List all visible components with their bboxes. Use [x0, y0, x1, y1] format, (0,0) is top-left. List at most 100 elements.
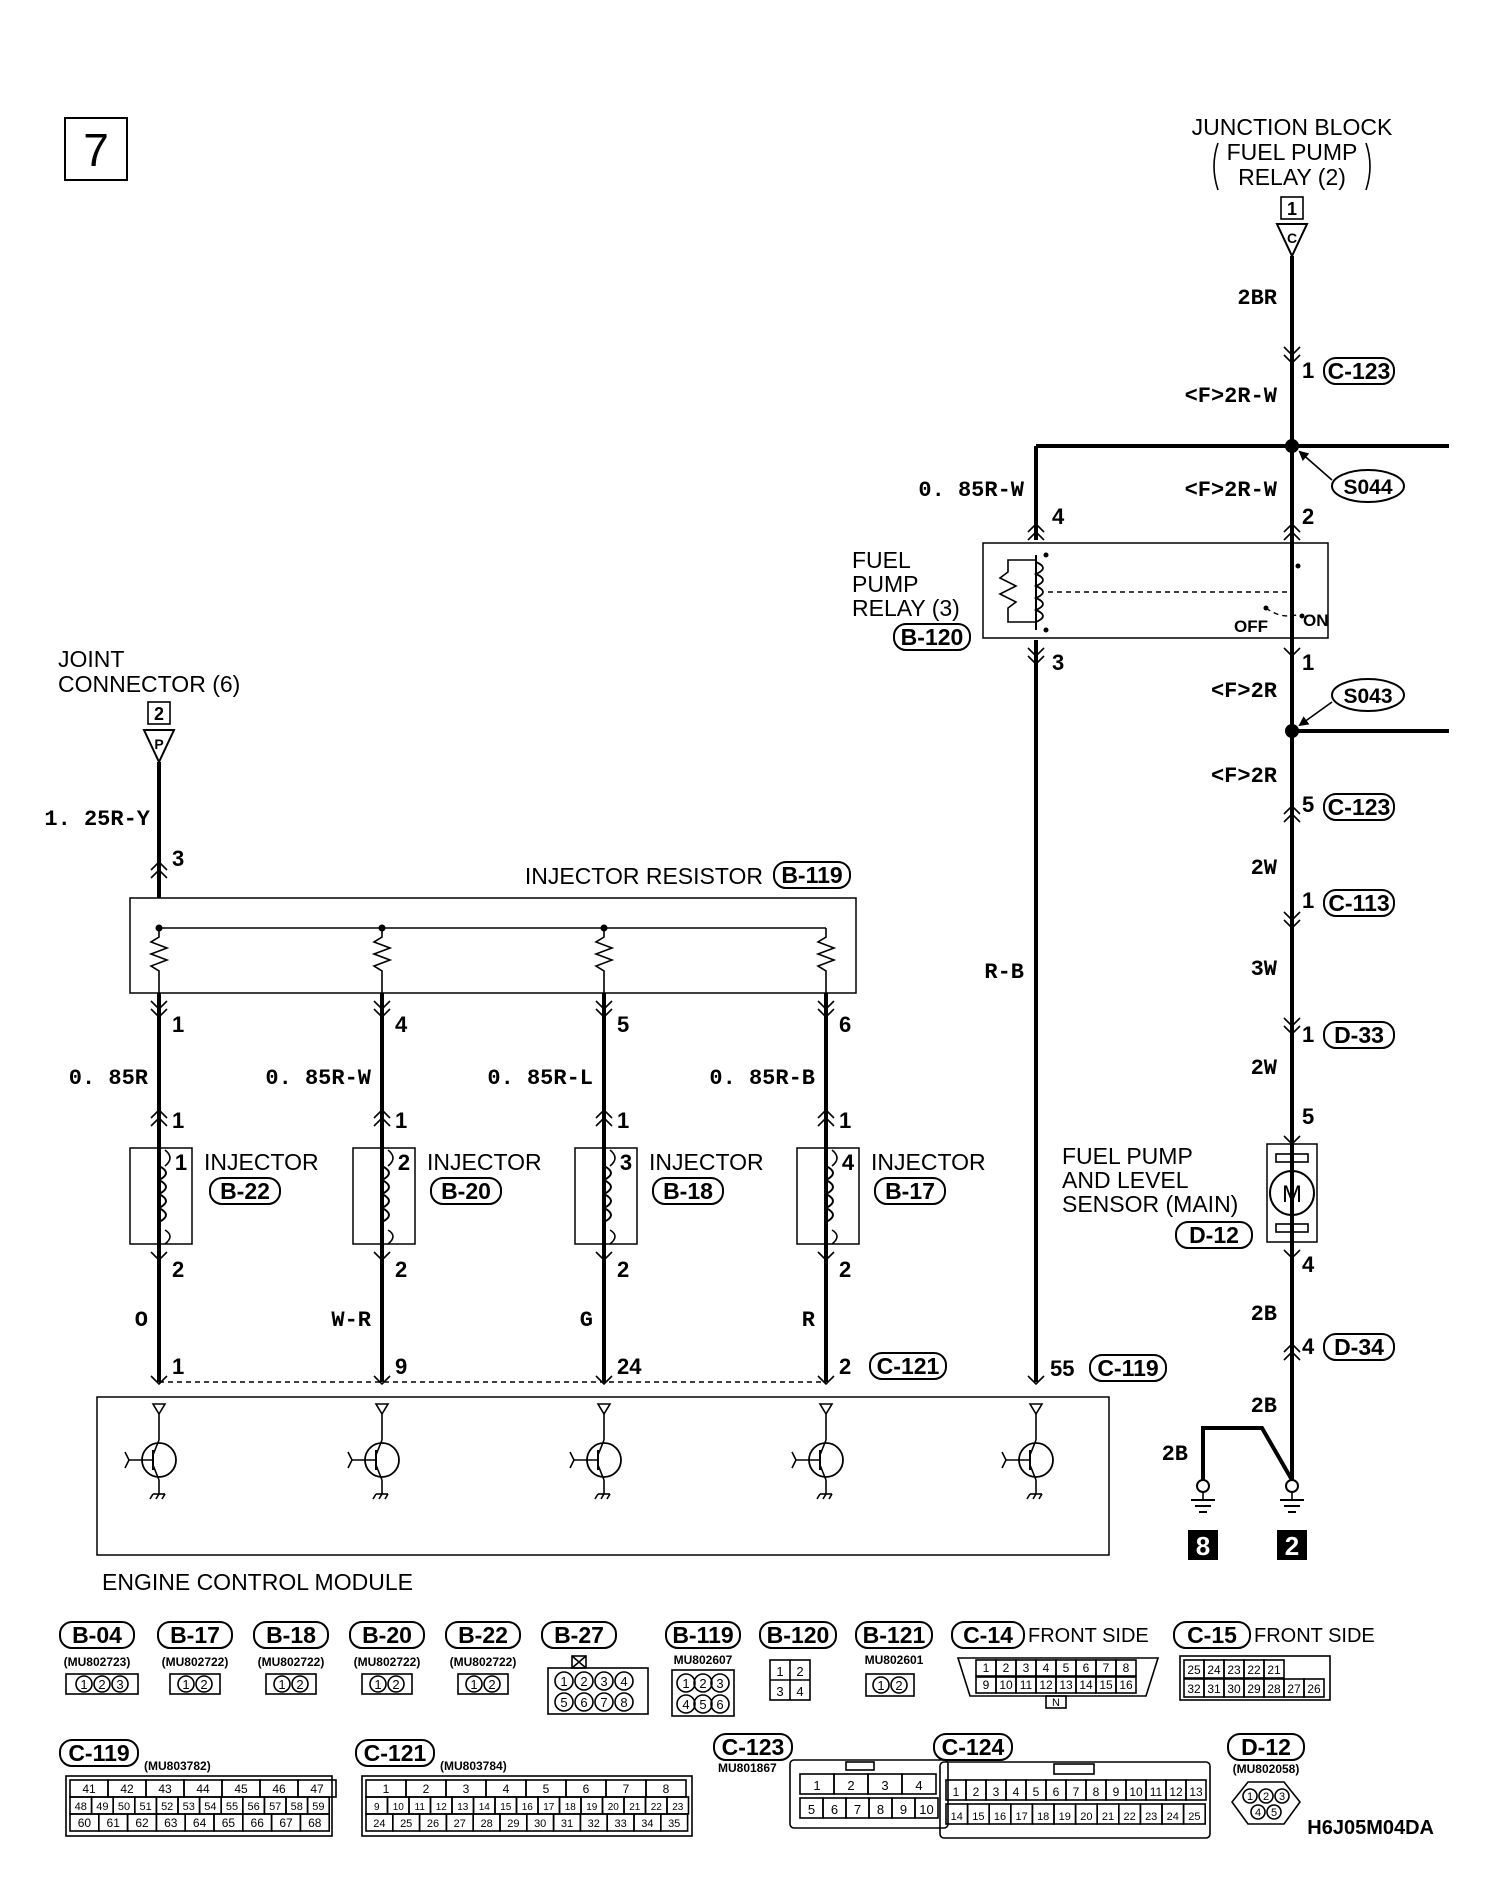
svg-text:2: 2: [488, 1677, 495, 1692]
connector-pin-number: 8: [877, 1802, 884, 1817]
connector-pin-number: 14: [1079, 1678, 1093, 1692]
injector-pin: 2: [398, 1150, 410, 1175]
junction-block-label: JUNCTION BLOCK: [1192, 114, 1393, 140]
fuel-pump-sensor-label: FUEL PUMP: [1062, 1143, 1193, 1169]
wire-label: <F>2R: [1211, 679, 1278, 704]
injector-column-2: [352, 993, 416, 1386]
pin-number: 3: [1052, 650, 1064, 675]
splice-label-s044: S044: [1343, 476, 1392, 499]
wire-label: <F>2R-W: [1185, 384, 1278, 409]
connector-pin-number: 67: [279, 1816, 293, 1830]
connector-pin-number: 57: [269, 1801, 281, 1813]
connector-pin-number: 25: [1188, 1811, 1200, 1823]
svg-text:C-119: C-119: [68, 1740, 129, 1766]
wire-label: 2W: [1251, 856, 1278, 881]
svg-text:(MU802723): (MU802723): [64, 1655, 131, 1669]
connector-pin-number: 7: [623, 1782, 630, 1796]
connector-pin-number: 27: [1287, 1682, 1301, 1696]
svg-text:(MU802722): (MU802722): [450, 1655, 517, 1669]
connector-ref-d33: D-33: [1334, 1022, 1384, 1048]
svg-text:C-121: C-121: [364, 1740, 427, 1766]
svg-text:1: 1: [374, 1677, 381, 1692]
connector-pin-number: 4: [1013, 1785, 1020, 1799]
connector-pin-number: 21: [1267, 1663, 1281, 1677]
connector-pin-number: 11: [1020, 1678, 1033, 1692]
connector-cell: [1185, 1779, 1207, 1801]
svg-text:B-119: B-119: [672, 1622, 733, 1648]
svg-text:2: 2: [98, 1677, 105, 1692]
connector-pin-number: 16: [1119, 1678, 1133, 1692]
pin-number: 1: [1302, 358, 1314, 383]
connector-pin-number: 19: [586, 1802, 598, 1813]
connector-ref-b120: B-120: [901, 624, 964, 650]
pin-number: 24: [617, 1354, 642, 1379]
connector-pin-number: 44: [196, 1782, 210, 1796]
connector-pin-number: 51: [139, 1801, 151, 1813]
junction-block-sub1: FUEL PUMP: [1227, 139, 1358, 165]
pin-number: 1: [172, 1108, 184, 1133]
connector-pin-number: 30: [534, 1818, 546, 1830]
connector-d12: D-12 (MU802058) 1 2 3 4 5: [1227, 1733, 1305, 1825]
connector-ref-c121: C-121: [877, 1353, 940, 1379]
ecm-label: ENGINE CONTROL MODULE: [102, 1569, 413, 1595]
connector-cell: [1182, 1803, 1206, 1825]
connector-pin-number: 54: [204, 1801, 216, 1813]
connector-pin-number: 23: [672, 1802, 684, 1813]
drawing-code: H6J05M04DA: [1307, 1817, 1434, 1839]
svg-text:B-17: B-17: [170, 1622, 220, 1648]
connector-pin-number: 5: [808, 1802, 815, 1817]
injector-column-1: [129, 993, 193, 1386]
fuel-pump-relay-label: PUMP: [852, 571, 918, 597]
connector-ref-c123: C-123: [1328, 794, 1391, 820]
pin-number: 5: [1302, 792, 1314, 817]
motor-symbol: M: [1282, 1181, 1302, 1208]
svg-text:8: 8: [620, 1695, 627, 1710]
connector-pin-number: 11: [1150, 1785, 1163, 1799]
connector-b22: B-22 (MU802722) 1 2: [445, 1621, 521, 1695]
pin-number: 1: [172, 1354, 184, 1379]
connector-pin-number: 20: [608, 1802, 620, 1813]
connector-ref-c119: C-119: [1097, 1355, 1158, 1381]
connector-pin-number: 10: [1129, 1785, 1143, 1799]
injector-label: INJECTOR: [649, 1149, 764, 1175]
svg-text:3: 3: [716, 1676, 723, 1691]
connector-pin-number: 15: [500, 1802, 512, 1813]
connector-b18: B-18 (MU802722) 1 2: [253, 1621, 329, 1695]
svg-text:(MU802722): (MU802722): [162, 1655, 229, 1669]
pin-number: 1: [839, 1108, 851, 1133]
pin-number: 1: [172, 1012, 184, 1037]
svg-text:MU802601: MU802601: [865, 1653, 924, 1667]
connector-b120: B-120 1 2 3 4: [759, 1621, 837, 1701]
svg-text:1: 1: [877, 1678, 884, 1693]
connector-pin-number: 50: [118, 1801, 130, 1813]
wire-label: 2B: [1162, 1442, 1188, 1467]
connector-pin-number: 10: [919, 1802, 933, 1817]
svg-text:C-123: C-123: [722, 1734, 785, 1760]
pin-number: 4: [1302, 1334, 1315, 1359]
relay-on-label: ON: [1303, 611, 1329, 630]
svg-text:2: 2: [699, 1676, 706, 1691]
connector-pin-number: 6: [1053, 1785, 1060, 1799]
wire-label: 3W: [1251, 957, 1278, 982]
wire-label: 0. 85R-B: [709, 1066, 815, 1091]
svg-text:3: 3: [600, 1674, 607, 1689]
connector-cell: [1115, 1676, 1137, 1694]
connector-pin-number: 13: [1189, 1785, 1203, 1799]
svg-text:B-04: B-04: [72, 1622, 122, 1648]
svg-text:2: 2: [296, 1677, 303, 1692]
connector-ref-b22: B-22: [220, 1178, 270, 1204]
connector-pin-number: 65: [222, 1816, 236, 1830]
connector-pin-number: 4: [1043, 1661, 1050, 1675]
connector-pin-number: 27: [454, 1818, 466, 1830]
joint-connector-ref: 2: [154, 704, 164, 724]
injector-label: INJECTOR: [427, 1149, 542, 1175]
injector-pin: 3: [620, 1150, 632, 1175]
connector-pin-number: 9: [900, 1802, 907, 1817]
connector-pin-number: 29: [1247, 1682, 1261, 1696]
connector-pin-number: 8: [663, 1782, 670, 1796]
connector-pin-number: 46: [272, 1782, 286, 1796]
connector-pin-number: 35: [668, 1818, 680, 1830]
